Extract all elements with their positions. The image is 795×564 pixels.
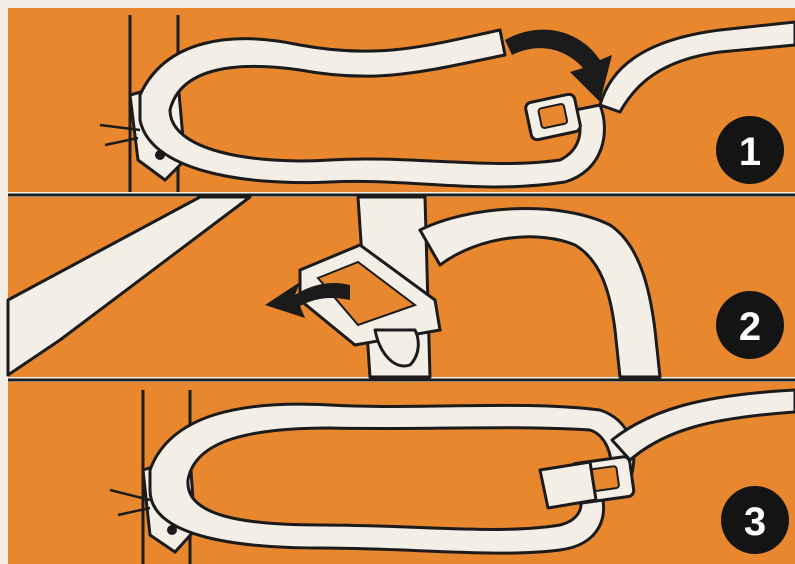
step-2-number: 2 [739,305,761,349]
step-2-panel: 2 [8,197,795,377]
step-1-panel: 1 [8,8,795,192]
step-2-number-badge: 2 [716,291,784,359]
step-1-number: 1 [739,130,761,174]
step-1-buckle [525,93,582,141]
step-3-number: 3 [744,500,766,544]
step-1-number-badge: 1 [716,116,784,184]
step-3-panel: 3 [8,382,795,564]
step-3-number-badge: 3 [721,486,789,554]
